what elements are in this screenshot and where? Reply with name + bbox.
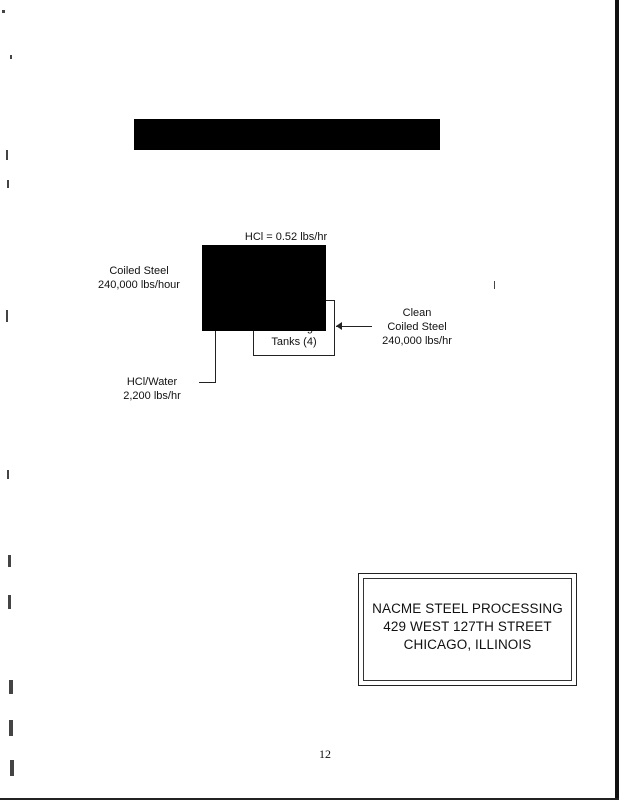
- tank-label-line2: Tanks (4): [271, 336, 317, 348]
- scan-bottom-edge: [0, 798, 619, 800]
- output-label: Clean Coiled Steel 240,000 lbs/hr: [372, 306, 462, 348]
- page-number: 12: [319, 747, 331, 761]
- scan-speck: [8, 595, 11, 609]
- scan-speck: [494, 281, 495, 289]
- acid-label-line2: 2,200 lbs/hr: [123, 390, 181, 402]
- emission-label: HCl = 0.52 lbs/hr: [244, 231, 328, 243]
- input-label: Coiled Steel 240,000 lbs/hour: [76, 264, 202, 292]
- scan-speck: [6, 310, 8, 322]
- scan-speck: [9, 720, 13, 736]
- input-label-line1: Coiled Steel: [109, 265, 169, 277]
- acid-feed-horizontal-line: [199, 382, 216, 383]
- acid-feed-vertical-line: [215, 331, 216, 383]
- scan-speck: [7, 180, 9, 188]
- scan-speck: [10, 55, 12, 59]
- company-info-box: NACME STEEL PROCESSING 429 WEST 127TH ST…: [358, 573, 577, 686]
- scan-speck: [7, 470, 9, 479]
- acid-label-line1: HCl/Water: [126, 376, 178, 388]
- company-info-inner-border: [363, 578, 572, 681]
- scan-right-edge: [615, 0, 619, 800]
- output-label-line2: Coiled Steel: [387, 321, 447, 333]
- acid-label: HCl/Water 2,200 lbs/hr: [104, 375, 200, 403]
- redacted-title-bar: [134, 119, 440, 150]
- company-info-text: NACME STEEL PROCESSING 429 WEST 127TH ST…: [359, 600, 576, 654]
- scan-speck: [6, 150, 8, 160]
- redacted-process-block: [202, 245, 326, 331]
- arrow-head-icon: [336, 322, 342, 330]
- output-arrow-line: [336, 326, 372, 327]
- scan-speck: [2, 10, 5, 13]
- scan-speck: [10, 760, 14, 776]
- company-name: NACME STEEL PROCESSING: [372, 601, 563, 616]
- input-label-line2: 240,000 lbs/hour: [98, 279, 180, 291]
- output-label-line3: 240,000 lbs/hr: [382, 335, 452, 347]
- output-label-line1: Clean: [402, 307, 432, 319]
- company-street: 429 WEST 127TH STREET: [383, 619, 552, 634]
- scan-speck: [8, 555, 11, 567]
- company-city: CHICAGO, ILLINOIS: [403, 637, 532, 652]
- scan-speck: [9, 680, 13, 694]
